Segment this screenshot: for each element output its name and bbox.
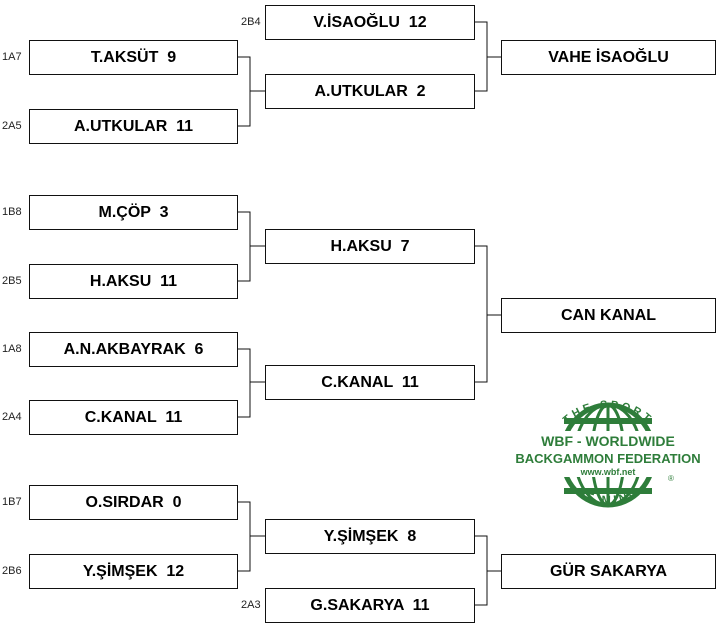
seed-label: 1B8 — [2, 206, 22, 218]
seed-label: 2A3 — [241, 599, 261, 611]
seed-label: 2B4 — [241, 16, 261, 28]
seed-label: 2B6 — [2, 565, 22, 577]
seed-label: 2A5 — [2, 120, 22, 132]
match-box: V.İSAOĞLU 12 — [265, 5, 475, 40]
wbf-logo-graphic: THE SPORT OF MIND WBF - WORLDWIDE BACKGA… — [508, 399, 708, 508]
match-box: C.KANAL 11 — [29, 400, 238, 435]
wbf-logo: THE SPORT OF MIND WBF - WORLDWIDE BACKGA… — [508, 388, 708, 518]
logo-url: www.wbf.net — [580, 467, 636, 477]
match-box: O.SIRDAR 0 — [29, 485, 238, 520]
logo-registered-mark: ® — [668, 474, 674, 483]
winner-box: CAN KANAL — [501, 298, 716, 333]
match-box: T.AKSÜT 9 — [29, 40, 238, 75]
logo-line1: WBF - WORLDWIDE — [541, 433, 675, 449]
match-box: C.KANAL 11 — [265, 365, 475, 400]
match-box: H.AKSU 11 — [29, 264, 238, 299]
seed-label: 1A7 — [2, 51, 22, 63]
match-box: A.UTKULAR 11 — [29, 109, 238, 144]
match-box: H.AKSU 7 — [265, 229, 475, 264]
logo-line2: BACKGAMMON FEDERATION — [515, 451, 700, 466]
seed-label: 1A8 — [2, 343, 22, 355]
match-box: Y.ŞİMŞEK 8 — [265, 519, 475, 554]
winner-box: VAHE İSAOĞLU — [501, 40, 716, 75]
winner-box: GÜR SAKARYA — [501, 554, 716, 589]
seed-label: 2A4 — [2, 411, 22, 423]
seed-label: 2B5 — [2, 275, 22, 287]
match-box: M.ÇÖP 3 — [29, 195, 238, 230]
seed-label: 1B7 — [2, 496, 22, 508]
match-box: G.SAKARYA 11 — [265, 588, 475, 623]
match-box: Y.ŞİMŞEK 12 — [29, 554, 238, 589]
match-box: A.UTKULAR 2 — [265, 74, 475, 109]
match-box: A.N.AKBAYRAK 6 — [29, 332, 238, 367]
